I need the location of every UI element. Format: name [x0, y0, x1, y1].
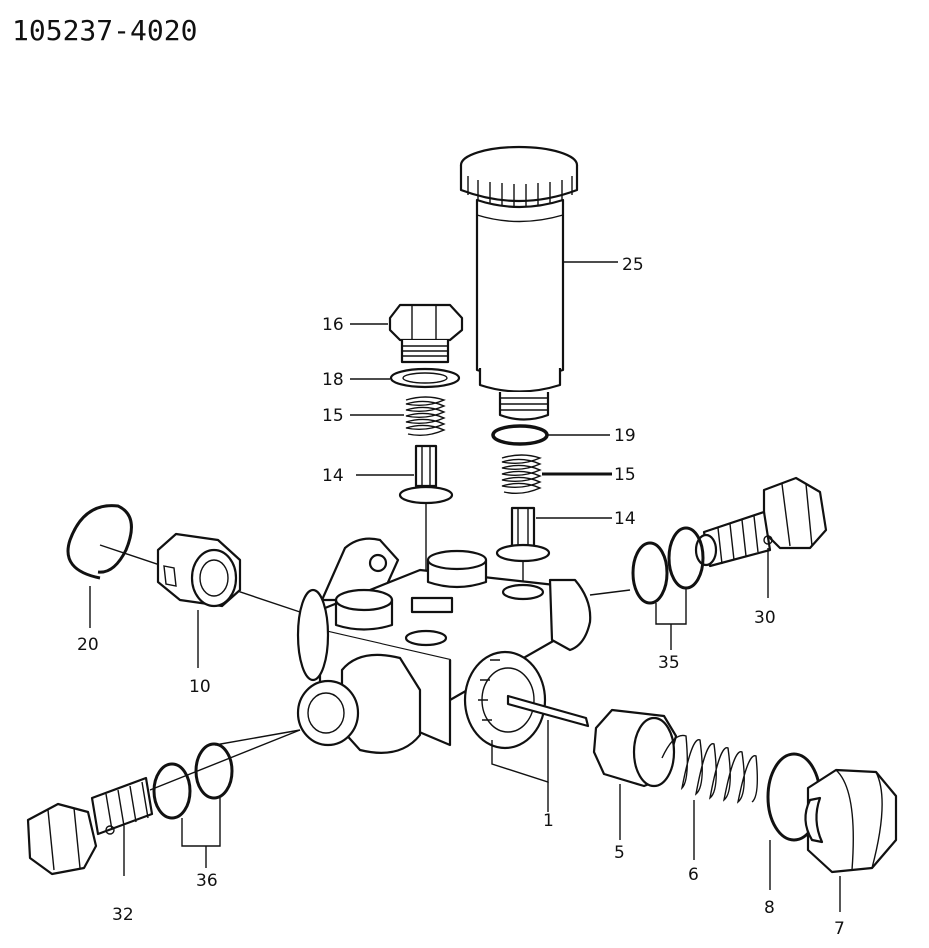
callout-15-lower: 15: [614, 465, 636, 485]
callout-1: 1: [543, 811, 554, 831]
callout-32: 32: [112, 905, 134, 925]
part-15-spring-upper: [350, 396, 446, 437]
part-7-cap-nut: [804, 768, 898, 912]
part-14-valve-lower: [495, 506, 612, 563]
callout-36: 36: [196, 871, 218, 891]
callout-25: 25: [622, 255, 644, 275]
callout-14-lower: 14: [614, 509, 636, 529]
callout-16: 16: [322, 315, 344, 335]
part-6-spring: [661, 734, 759, 860]
part-25-pump-cup: [459, 145, 618, 421]
part-32-banjo-bolt: [26, 776, 154, 876]
callout-15-upper: 15: [322, 406, 344, 426]
callout-35: 35: [658, 653, 680, 673]
document-title: 105237-4020: [12, 14, 198, 47]
part-5-sleeve: [592, 708, 678, 840]
part-14-valve-upper: [356, 444, 454, 505]
callout-7: 7: [834, 919, 845, 939]
part-10-strainer: [156, 532, 242, 668]
callout-8: 8: [764, 898, 775, 918]
part-35-washers: [631, 526, 705, 650]
part-36-washers: [149, 729, 301, 868]
part-16-hex-plug: [350, 303, 464, 364]
callout-5: 5: [614, 843, 625, 863]
part-15-spring-lower: [501, 454, 612, 495]
part-19-o-ring: [491, 424, 610, 446]
callout-18: 18: [322, 370, 344, 390]
callout-6: 6: [688, 865, 699, 885]
part-1-pump-body: [214, 537, 631, 812]
callout-10: 10: [189, 677, 211, 697]
callout-19: 19: [614, 426, 636, 446]
callout-30: 30: [754, 608, 776, 628]
callout-14-upper: 14: [322, 466, 344, 486]
callout-20: 20: [77, 635, 99, 655]
part-18-gasket: [350, 367, 461, 389]
part-30-banjo-bolt: [694, 476, 828, 598]
